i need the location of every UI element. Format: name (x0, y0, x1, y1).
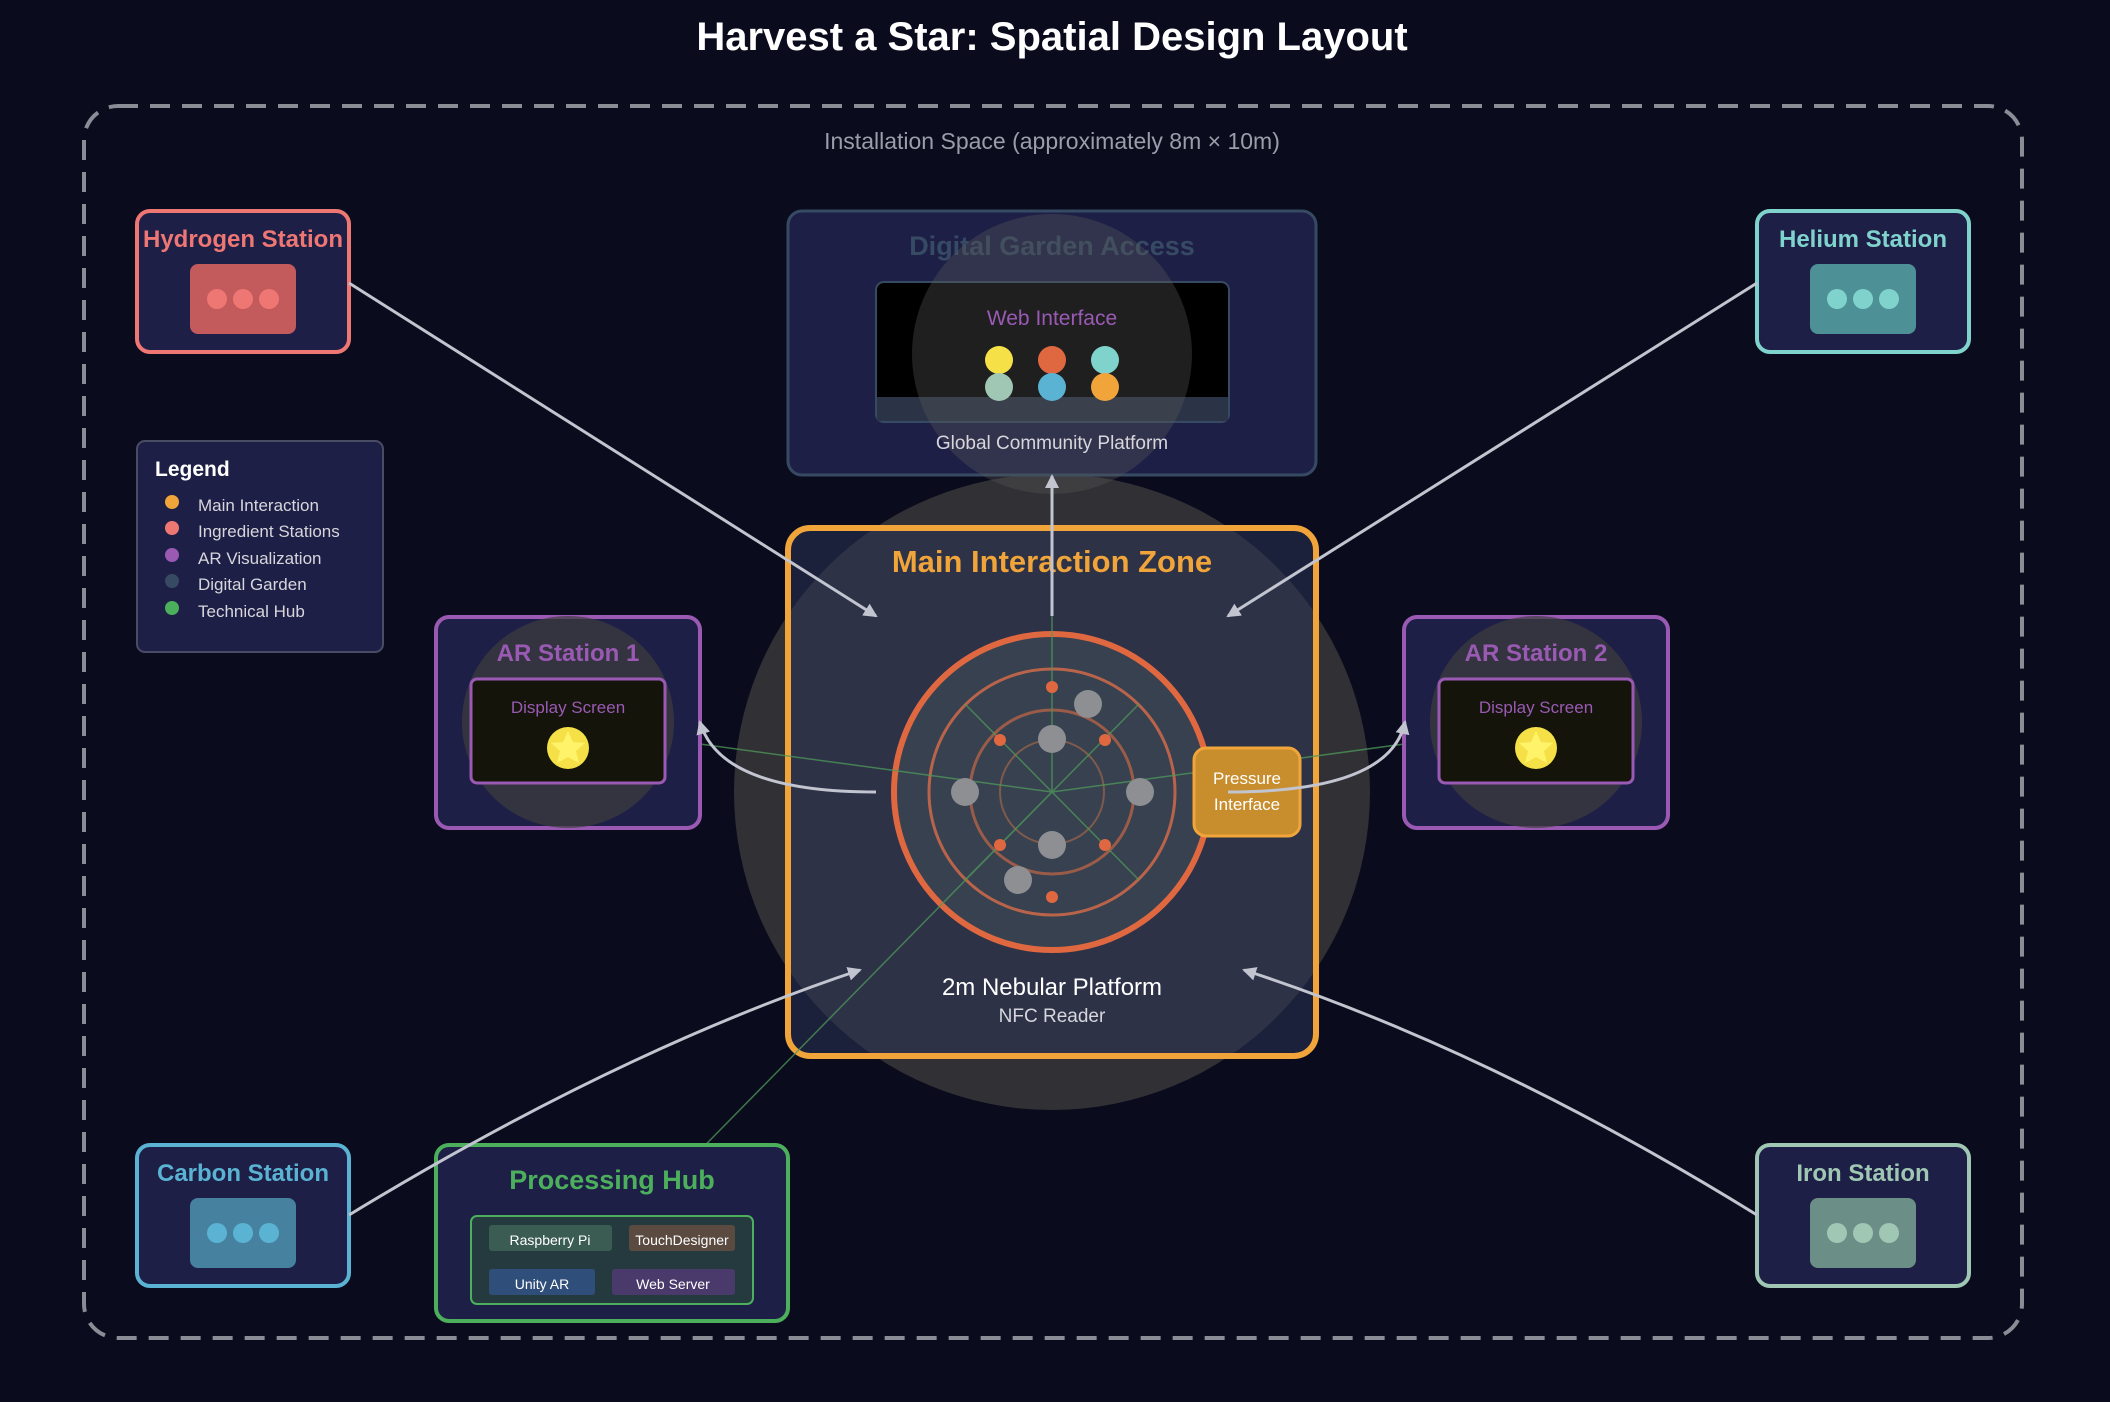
legend-item-ingredient: Ingredient Stations (198, 522, 340, 541)
sensor-node (1126, 778, 1154, 806)
iron-dot (1853, 1223, 1873, 1243)
iron-station-title: Iron Station (1796, 1160, 1929, 1187)
star-icon (551, 731, 585, 763)
helium-dot (1853, 289, 1873, 309)
hub-chip-unity-ar (489, 1269, 595, 1295)
sensor-led (1046, 681, 1058, 693)
ar-station-2[interactable]: AR Station 2 Display Screen (1402, 615, 1670, 830)
ar-station-1-title: AR Station 1 (497, 640, 640, 667)
carbon-dot (207, 1223, 227, 1243)
platform-sensors (951, 681, 1154, 903)
hydrogen-station[interactable]: Hydrogen Station (135, 209, 351, 354)
digital-garden-title: Digital Garden Access (909, 231, 1195, 261)
legend: Legend Main Interaction Ingredient Stati… (136, 440, 384, 653)
hub-item-touchdesigner: TouchDesigner (635, 1232, 729, 1248)
garden-element-dots (985, 346, 1119, 401)
carbon-station[interactable]: Carbon Station (135, 1143, 351, 1288)
processing-hub-title: Processing Hub (509, 1165, 715, 1195)
hydrogen-station-title: Hydrogen Station (143, 226, 343, 253)
processing-hub[interactable]: Processing Hub Raspberry Pi TouchDesigne… (434, 1143, 790, 1323)
nfc-label: NFC Reader (999, 1006, 1106, 1027)
sensor-led (1046, 891, 1058, 903)
arrow-carbon-to-main (348, 967, 862, 1217)
legend-swatch-main (165, 495, 179, 509)
web-interface-footer (877, 397, 1228, 421)
hub-chip-web-server (612, 1269, 735, 1295)
platform-label: 2m Nebular Platform (942, 974, 1162, 1001)
installation-label: Installation Space (approximately 8m × 1… (824, 128, 1280, 154)
sensor-led (994, 839, 1006, 851)
pressure-label-line1: Pressure (1213, 769, 1281, 788)
helium-station-title: Helium Station (1779, 226, 1947, 253)
legend-swatch-ar (165, 548, 179, 562)
sensor-node (951, 778, 979, 806)
hydrogen-dot (259, 289, 279, 309)
hydrogen-dot (207, 289, 227, 309)
garden-dot (1091, 346, 1119, 374)
flow-arrows (348, 281, 1758, 1217)
ar-station-2-title: AR Station 2 (1465, 640, 1608, 667)
sensor-node (1004, 866, 1032, 894)
arrow-main-to-ar1 (696, 720, 877, 794)
arrow-hydrogen-to-main (348, 281, 878, 618)
legend-swatch-technical (165, 601, 179, 615)
garden-dot (1091, 373, 1119, 401)
hub-item-web-server: Web Server (636, 1276, 710, 1292)
web-interface-label: Web Interface (987, 307, 1117, 330)
hub-item-unity-ar: Unity AR (515, 1276, 569, 1292)
garden-dot (985, 346, 1013, 374)
garden-dot (1038, 346, 1066, 374)
carbon-dot (233, 1223, 253, 1243)
ar-station-2-screen-label: Display Screen (1479, 698, 1593, 717)
sensor-led (1099, 839, 1111, 851)
pressure-label-line2: Interface (1214, 795, 1280, 814)
global-community-label: Global Community Platform (936, 433, 1168, 454)
iron-station[interactable]: Iron Station (1755, 1143, 1971, 1288)
hydrogen-dot (233, 289, 253, 309)
ar-station-1-screen-label: Display Screen (511, 698, 625, 717)
legend-item-main: Main Interaction (198, 496, 319, 515)
legend-swatch-garden (165, 574, 179, 588)
legend-title: Legend (155, 458, 230, 481)
arrow-iron-to-main (1242, 967, 1758, 1217)
star-icon (1519, 731, 1553, 763)
sensor-led (994, 734, 1006, 746)
legend-item-garden: Digital Garden (198, 575, 307, 594)
carbon-station-title: Carbon Station (157, 1160, 329, 1187)
helium-dot (1879, 289, 1899, 309)
hub-chip-raspberry-pi (489, 1225, 612, 1251)
helium-station[interactable]: Helium Station (1755, 209, 1971, 354)
arrow-main-to-ar2 (1227, 720, 1410, 794)
iron-dot (1827, 1223, 1847, 1243)
hub-chip-touchdesigner (629, 1225, 735, 1251)
sensor-led (1099, 734, 1111, 746)
installation-space (82, 104, 2024, 1340)
iron-dot (1879, 1223, 1899, 1243)
legend-item-technical: Technical Hub (198, 602, 305, 621)
legend-item-ar: AR Visualization (198, 549, 321, 568)
sensor-node (1038, 831, 1066, 859)
carbon-dot (259, 1223, 279, 1243)
sensor-node (1038, 725, 1066, 753)
ar-station-1[interactable]: AR Station 1 Display Screen (434, 615, 702, 830)
hub-item-raspberry-pi: Raspberry Pi (510, 1232, 591, 1248)
diagram-title: Harvest a Star: Spatial Design Layout (696, 15, 1407, 59)
arrow-helium-to-main (1226, 281, 1758, 618)
helium-dot (1827, 289, 1847, 309)
garden-dot (985, 373, 1013, 401)
legend-swatch-ingredient (165, 521, 179, 535)
sensor-node (1074, 690, 1102, 718)
garden-dot (1038, 373, 1066, 401)
